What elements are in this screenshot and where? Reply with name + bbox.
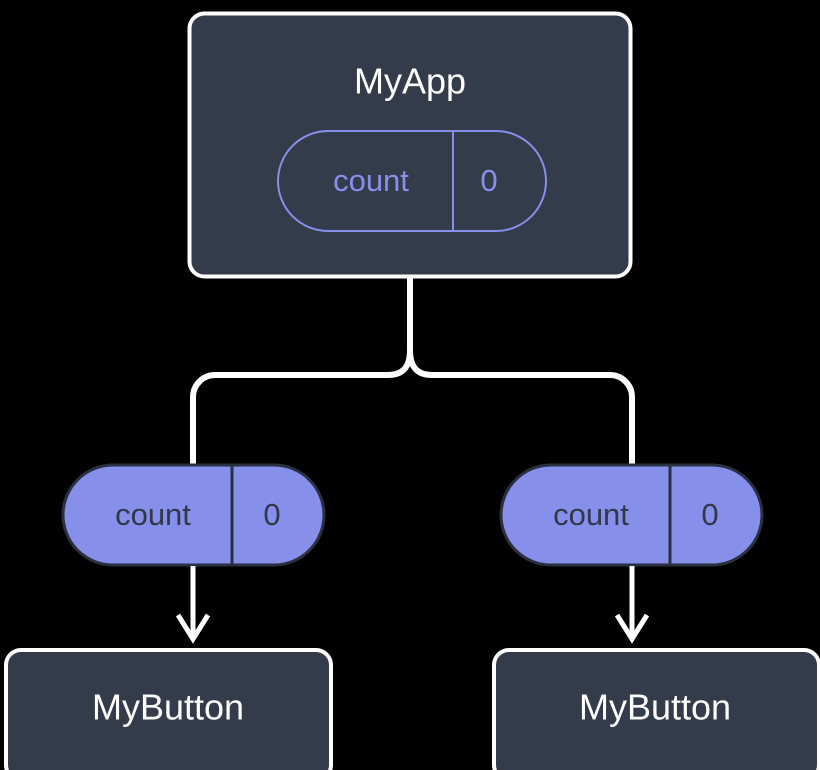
state-pill-right-shape bbox=[499, 463, 764, 567]
node-myapp-label: MyApp bbox=[354, 61, 466, 102]
state-pill-root-key: count bbox=[333, 163, 409, 198]
branch-left: count 0 MyButton bbox=[4, 463, 333, 770]
state-pill-left-shape bbox=[61, 463, 326, 567]
node-mybutton-right[interactable]: MyButton bbox=[492, 648, 820, 770]
node-mybutton-left[interactable]: MyButton bbox=[4, 648, 333, 770]
branch-right: count 0 MyButton bbox=[492, 463, 820, 770]
node-mybutton-right-label: MyButton bbox=[579, 687, 731, 728]
arrow-right bbox=[614, 566, 650, 644]
node-mybutton-left-box bbox=[4, 648, 333, 770]
state-pill-left-value: 0 bbox=[263, 497, 280, 532]
connector-fork-left bbox=[190, 349, 413, 470]
state-pill-root-value: 0 bbox=[480, 163, 497, 198]
connector-fork-right bbox=[407, 349, 635, 470]
state-pill-left[interactable]: count 0 bbox=[61, 463, 326, 567]
state-pill-root-shape bbox=[277, 130, 547, 232]
arrow-right-head bbox=[614, 613, 650, 644]
state-pill-root[interactable]: count 0 bbox=[277, 130, 547, 232]
state-pill-right-key: count bbox=[553, 497, 629, 532]
state-pill-left-key: count bbox=[115, 497, 191, 532]
state-pill-right-value: 0 bbox=[701, 497, 718, 532]
node-mybutton-right-box bbox=[492, 648, 820, 770]
connector-group bbox=[190, 277, 635, 470]
arrow-left bbox=[175, 566, 211, 644]
node-mybutton-left-label: MyButton bbox=[92, 687, 244, 728]
arrow-left-head bbox=[175, 613, 211, 644]
node-myapp-box bbox=[187, 11, 633, 279]
state-pill-right[interactable]: count 0 bbox=[499, 463, 764, 567]
node-myapp[interactable]: MyApp count 0 bbox=[187, 11, 633, 279]
